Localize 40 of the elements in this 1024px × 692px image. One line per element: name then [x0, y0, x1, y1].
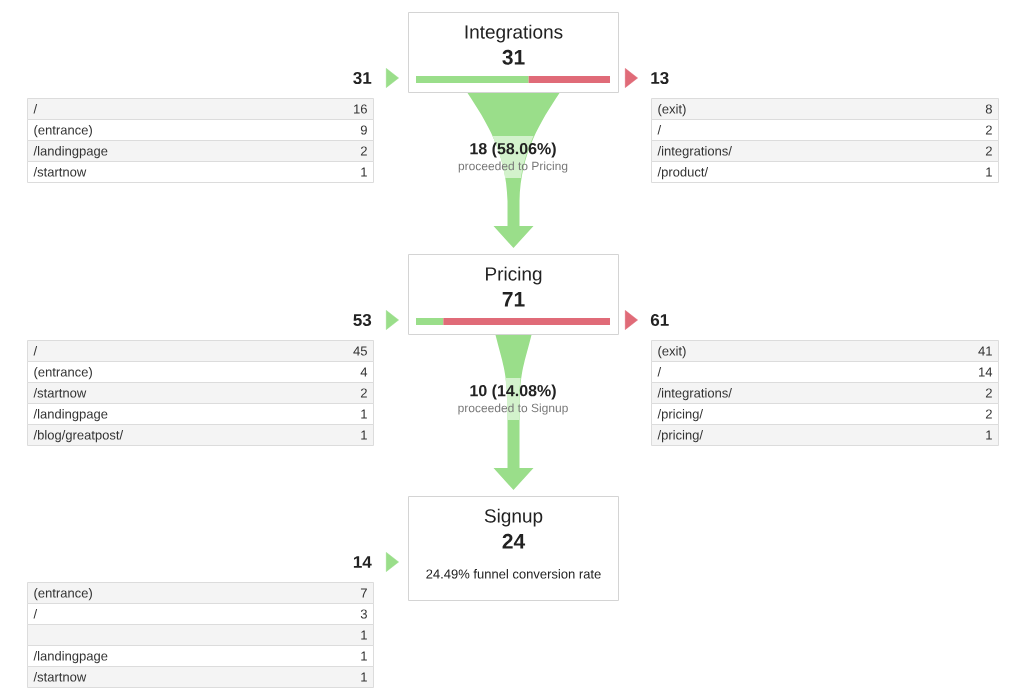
edge-label: 18 (58.06%): [470, 136, 556, 159]
table-row: /startnow 1: [27, 666, 374, 688]
table-row: / 16: [27, 98, 374, 120]
arrow: [385, 552, 399, 572]
table-row: /landingpage 1: [27, 645, 374, 667]
table-row: /startnow 1: [27, 161, 374, 183]
count-label: 13: [651, 71, 669, 85]
table-row: / 45: [27, 340, 374, 362]
arrow: [385, 68, 399, 88]
arrow: [624, 310, 638, 330]
count-label: 53: [353, 313, 372, 326]
table-row: /startnow 2: [27, 382, 374, 404]
table-row: 1: [27, 624, 374, 646]
table-row: (entrance) 9: [27, 119, 374, 141]
table-row: (entrance) 7: [27, 582, 374, 604]
arrow: [624, 68, 638, 88]
edge-label: 10 (14.08%): [470, 378, 556, 401]
edge-note: proceeded to Signup: [458, 401, 568, 420]
table-row: / 14: [651, 361, 999, 383]
edge-note: proceeded to Pricing: [458, 159, 568, 178]
step-box: Signup 24 24.49% funnel conversion rate: [408, 496, 619, 601]
table-row: /blog/greatpost/ 1: [27, 424, 374, 446]
table-row: /product/ 1: [651, 161, 999, 183]
table-row: /landingpage 1: [27, 403, 374, 425]
step-box: Pricing 71: [408, 254, 619, 335]
arrow: [385, 310, 399, 330]
table-row: /pricing/ 2: [651, 403, 999, 425]
step-box: Integrations 31: [408, 12, 619, 93]
table-row: (exit) 8: [651, 98, 999, 120]
table-row: /landingpage 2: [27, 140, 374, 162]
table-row: /integrations/ 2: [651, 140, 999, 162]
table-row: / 3: [27, 603, 374, 625]
table-row: /integrations/ 2: [651, 382, 999, 404]
table-row: / 2: [651, 119, 999, 141]
table-row: (exit) 41: [651, 340, 999, 362]
count-label: 31: [353, 71, 372, 85]
table-row: /pricing/ 1: [651, 424, 999, 446]
count-label: 61: [650, 313, 669, 326]
count-label: 14: [353, 556, 372, 568]
table-row: (entrance) 4: [27, 361, 374, 383]
